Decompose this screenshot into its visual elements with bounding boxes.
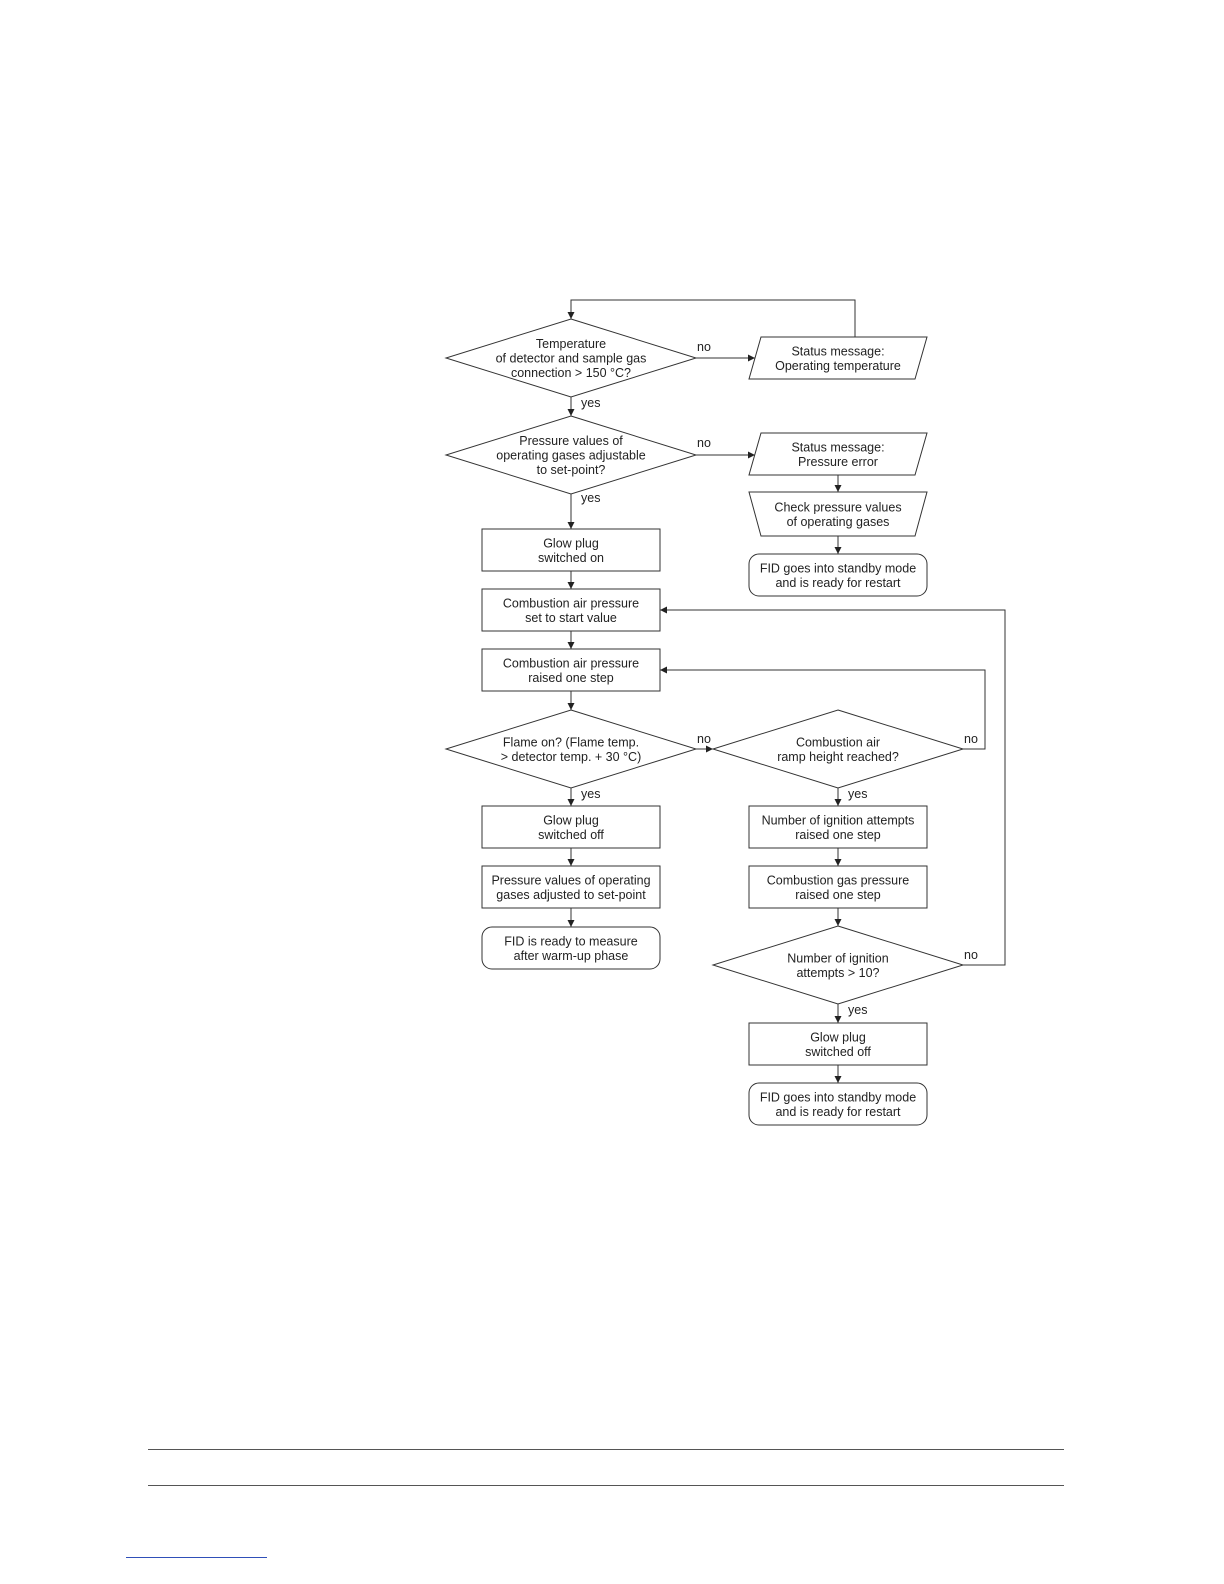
attempts-decision-text-line: attempts > 10? (796, 966, 879, 980)
edge-d5-no (660, 606, 1006, 966)
edge-label-d5-no: no (964, 948, 978, 962)
status-pressure-error-text-line: Pressure error (798, 455, 878, 469)
glow-plug-on-shape (481, 528, 661, 572)
standby-terminal-1-text-line: FID goes into standby mode (760, 561, 916, 575)
ready-to-measure-terminal-text-line: FID is ready to measure (504, 934, 637, 948)
edge-label-d4-yes: yes (848, 787, 867, 801)
air-pressure-raise-text-line: raised one step (528, 671, 614, 685)
glow-plug-off-1-text-line: Glow plug (543, 813, 599, 827)
glow-plug-on-text-line: Glow plug (543, 536, 599, 550)
ready-to-measure-terminal-text-line: after warm-up phase (514, 949, 629, 963)
check-pressure-manual-shape (748, 491, 928, 537)
temperature-decision-text-line: Temperature (536, 337, 606, 351)
status-pressure-error: Status message:Pressure error (748, 432, 928, 476)
edge-label-d1-yes: yes (581, 396, 600, 410)
gas-pressure-raise-text-line: Combustion gas pressure (767, 873, 909, 887)
status-operating-temperature-text-line: Operating temperature (775, 359, 901, 373)
glow-plug-off-1-shape (481, 805, 661, 849)
glow-plug-off-1-text-line: switched off (538, 828, 604, 842)
footer-rule-bottom (148, 1485, 1064, 1486)
status-operating-temperature-shape (748, 336, 928, 380)
ignition-attempts-raise-shape (748, 805, 928, 849)
standby-terminal-2-text-line: and is ready for restart (775, 1105, 901, 1119)
edge-labels: no yes no yes no yes no yes no yes (581, 340, 978, 1017)
pressure-decision-text-line: operating gases adjustable (496, 449, 645, 463)
air-pressure-start-text-line: Combustion air pressure (503, 596, 639, 610)
gas-pressure-raise-text-line: raised one step (795, 888, 881, 902)
standby-terminal-2-text-line: FID goes into standby mode (760, 1090, 916, 1104)
air-pressure-raise-shape (481, 648, 661, 692)
gas-pressure-raise-shape (748, 865, 928, 909)
edge-label-d2-no: no (697, 436, 711, 450)
edge-label-d5-yes: yes (848, 1003, 867, 1017)
status-pressure-error-shape (748, 432, 928, 476)
temperature-decision-shape (444, 318, 698, 398)
flame-on-decision-shape (444, 709, 698, 789)
edge-label-d2-yes: yes (581, 491, 600, 505)
check-pressure-manual-text-line: Check pressure values (774, 500, 901, 514)
pressure-decision-text-line: to set-point? (537, 463, 606, 477)
pressure-decision-shape (444, 415, 698, 495)
footer-rule-top (148, 1449, 1064, 1450)
status-pressure-error-text-line: Status message: (791, 440, 884, 454)
glow-plug-off-2-text-line: Glow plug (810, 1030, 866, 1044)
temperature-decision-text-line: of detector and sample gas (496, 352, 647, 366)
pressures-set-point-text-line: gases adjusted to set-point (496, 888, 646, 902)
air-pressure-start-text-line: set to start value (525, 611, 617, 625)
status-operating-temperature: Status message:Operating temperature (748, 336, 928, 380)
edge-label-d4-no: no (964, 732, 978, 746)
standby-terminal-1-shape (748, 553, 928, 597)
pressure-decision-text-line: Pressure values of (519, 434, 623, 448)
ramp-height-decision-text-line: ramp height reached? (777, 750, 899, 764)
ready-to-measure-terminal-shape (481, 926, 661, 970)
ramp-height-decision-text-line: Combustion air (796, 735, 880, 749)
edge-s1-loop (567, 299, 856, 337)
connector-lines (567, 299, 1006, 1083)
temperature-decision-text-line: connection > 150 °C? (511, 366, 631, 380)
pressures-set-point-shape (481, 865, 661, 909)
standby-terminal-1-text-line: and is ready for restart (775, 576, 901, 590)
edge-d4-no (660, 666, 986, 750)
flame-on-decision-text-line: Flame on? (Flame temp. (503, 735, 639, 749)
glow-plug-on-text-line: switched on (538, 551, 604, 565)
edge-label-d3-yes: yes (581, 787, 600, 801)
ignition-attempts-raise-text-line: Number of ignition attempts (762, 813, 915, 827)
glow-plug-off-2-shape (748, 1022, 928, 1066)
edge-label-d3-no: no (697, 732, 711, 746)
edge-label-d1-no: no (697, 340, 711, 354)
check-pressure-manual-text-line: of operating gases (787, 515, 890, 529)
glow-plug-off-2-text-line: switched off (805, 1045, 871, 1059)
ramp-height-decision-shape (711, 709, 965, 789)
footer-link-underline[interactable] (126, 1557, 267, 1558)
attempts-decision-shape (711, 925, 965, 1005)
ignition-attempts-raise-text-line: raised one step (795, 828, 881, 842)
attempts-decision-text-line: Number of ignition (787, 951, 888, 965)
flame-on-decision: Flame on? (Flame temp.> detector temp. +… (444, 709, 698, 789)
pressures-set-point-text-line: Pressure values of operating (491, 873, 650, 887)
standby-terminal-2-shape (748, 1082, 928, 1126)
flame-on-decision-text-line: > detector temp. + 30 °C) (501, 750, 642, 764)
air-pressure-start-shape (481, 588, 661, 632)
air-pressure-raise-text-line: Combustion air pressure (503, 656, 639, 670)
status-operating-temperature-text-line: Status message: (791, 344, 884, 358)
